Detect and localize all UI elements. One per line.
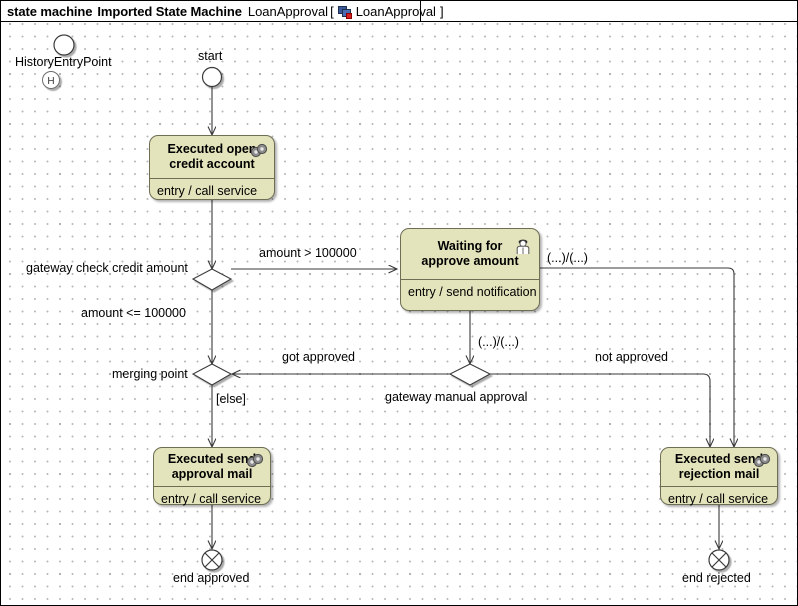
state-title-line1: Executed open bbox=[167, 142, 257, 156]
gateway-manual-approval-label: gateway manual approval bbox=[385, 390, 528, 404]
state-entry-action: entry / call service bbox=[157, 184, 258, 198]
end-rejected-label: end rejected bbox=[682, 571, 751, 585]
state-waiting-for-approve-amount[interactable]: Waiting for approve amount entry / send … bbox=[400, 228, 540, 311]
gateway-manual-approval-diamond[interactable] bbox=[448, 363, 492, 386]
end-approved-label: end approved bbox=[173, 571, 250, 585]
edge-label-else: [else] bbox=[216, 392, 246, 406]
history-entry-point-circle[interactable] bbox=[53, 34, 75, 56]
state-entry-action: entry / call service bbox=[668, 492, 769, 506]
state-title-line2: rejection mail bbox=[678, 467, 760, 481]
bracket-open: [ bbox=[330, 3, 334, 19]
start-label: start bbox=[198, 49, 223, 63]
state-executed-send-rejection-mail[interactable]: Executed send rejection mail entry / cal… bbox=[660, 447, 778, 506]
merging-point-label: merging point bbox=[112, 367, 188, 381]
human-task-icon bbox=[516, 239, 530, 254]
state-title: Executed send approval mail bbox=[154, 448, 270, 486]
gateway-check-credit-amount-label: gateway check credit amount bbox=[26, 261, 188, 275]
end-approved-node[interactable] bbox=[201, 549, 223, 571]
state-title-line1: Waiting for bbox=[437, 239, 503, 253]
state-title: Executed open credit account bbox=[150, 136, 274, 178]
state-title-line1: Executed send bbox=[167, 452, 257, 466]
edge-label-dots-right: (...)/(...) bbox=[547, 251, 588, 265]
tab-loanapproval[interactable]: LoanApproval bbox=[355, 3, 436, 19]
history-node-circle[interactable] bbox=[42, 71, 60, 89]
edge-label-amount-greater: amount > 100000 bbox=[259, 246, 357, 260]
gateway-check-credit-amount-diamond[interactable] bbox=[191, 268, 233, 291]
edge-label-dots-down: (...)/(...) bbox=[478, 335, 519, 349]
state-title-line1: Executed send bbox=[674, 452, 764, 466]
state-divider bbox=[154, 486, 270, 487]
state-title: Executed send rejection mail bbox=[661, 448, 777, 486]
end-rejected-node[interactable] bbox=[708, 549, 730, 571]
service-task-icon bbox=[753, 453, 771, 468]
service-task-icon bbox=[246, 453, 264, 468]
edge-gateway-manual-to-rejection-mail bbox=[490, 373, 710, 447]
state-executed-send-approval-mail[interactable]: Executed send approval mail entry / call… bbox=[153, 447, 271, 506]
state-entry-action: entry / send notification bbox=[408, 285, 537, 299]
history-entry-point-label: HistoryEntryPoint bbox=[15, 55, 112, 69]
edge-label-amount-less-equal: amount <= 100000 bbox=[81, 306, 186, 320]
state-divider bbox=[401, 279, 539, 280]
state-title-line2: credit account bbox=[169, 157, 255, 171]
diagram-kind-label: state machine bbox=[7, 3, 93, 19]
diagram-canvas[interactable]: H HistoryEntryPoint start gateway chec bbox=[1, 22, 797, 605]
diagram-title-bar: state machine Imported State Machine Loa… bbox=[1, 1, 797, 22]
edge-waiting-to-rejection-mail bbox=[540, 267, 734, 447]
state-divider bbox=[150, 178, 274, 179]
merging-point-diamond[interactable] bbox=[191, 363, 233, 386]
state-machine-icon bbox=[337, 6, 353, 20]
diagram-name-label: Imported State Machine bbox=[97, 3, 242, 19]
state-title-line2: approve amount bbox=[421, 254, 519, 268]
state-title: Waiting for approve amount bbox=[401, 229, 539, 279]
start-node-circle[interactable] bbox=[201, 66, 223, 88]
history-node-glyph: H bbox=[47, 76, 54, 87]
state-machine-name: LoanApproval bbox=[247, 3, 329, 19]
service-task-icon bbox=[250, 143, 268, 158]
state-entry-action: entry / call service bbox=[161, 492, 262, 506]
edge-label-not-approved: not approved bbox=[595, 350, 668, 364]
edge-label-got-approved: got approved bbox=[282, 350, 355, 364]
state-title-line2: approval mail bbox=[171, 467, 253, 481]
state-divider bbox=[661, 486, 777, 487]
tab-right-edge bbox=[420, 1, 421, 22]
state-executed-open-credit-account[interactable]: Executed open credit account entry / cal… bbox=[149, 135, 275, 200]
bracket-close: ] bbox=[439, 3, 444, 19]
connector-layer: H bbox=[42, 34, 797, 571]
